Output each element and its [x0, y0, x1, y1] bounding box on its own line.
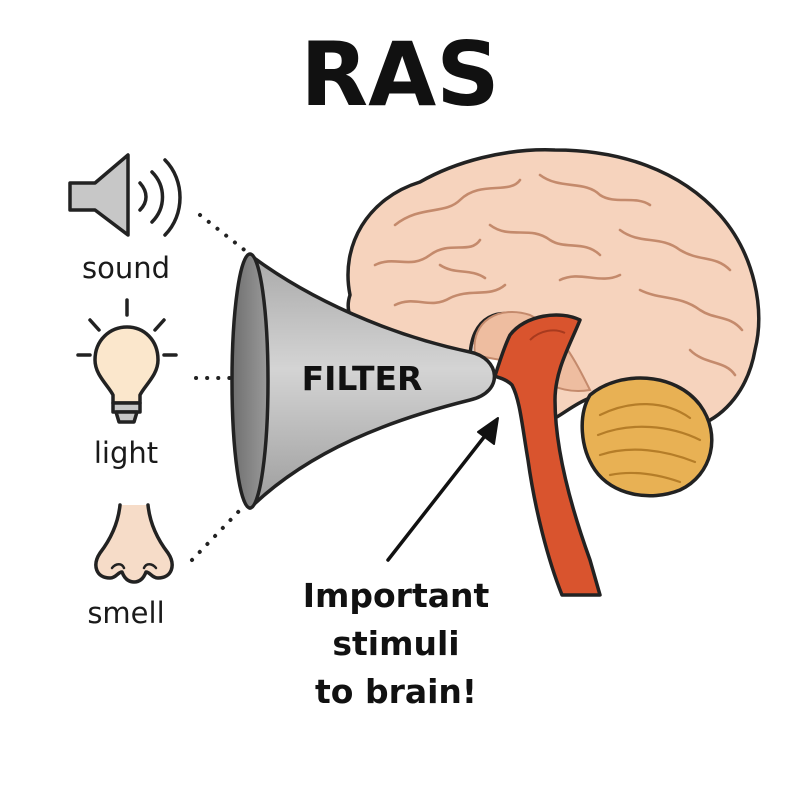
- caption: Important stimuli to brain!: [303, 576, 490, 711]
- stimulus-label-light: light: [94, 436, 158, 470]
- stimulus-label-smell: smell: [87, 596, 164, 630]
- brainstem: [493, 313, 602, 597]
- page-title: RAS: [300, 23, 499, 126]
- funnel-body: [248, 253, 497, 510]
- stimulus-label-sound: sound: [82, 251, 170, 285]
- connection-lines: [190, 213, 254, 562]
- arrow-icon: [386, 417, 499, 562]
- filter-funnel: FILTER: [230, 252, 497, 510]
- brain-folds: [373, 173, 744, 377]
- caption-line-1: Important: [303, 576, 490, 615]
- nose-icon: [94, 503, 174, 584]
- speaker-icon: [68, 153, 182, 237]
- caption-line-3: to brain!: [315, 672, 477, 711]
- cerebellum: [580, 376, 714, 498]
- light-bulb-icon: [76, 298, 178, 424]
- caption-line-2: stimuli: [332, 624, 459, 663]
- filter-label: FILTER: [302, 359, 423, 398]
- funnel-rim: [230, 252, 270, 510]
